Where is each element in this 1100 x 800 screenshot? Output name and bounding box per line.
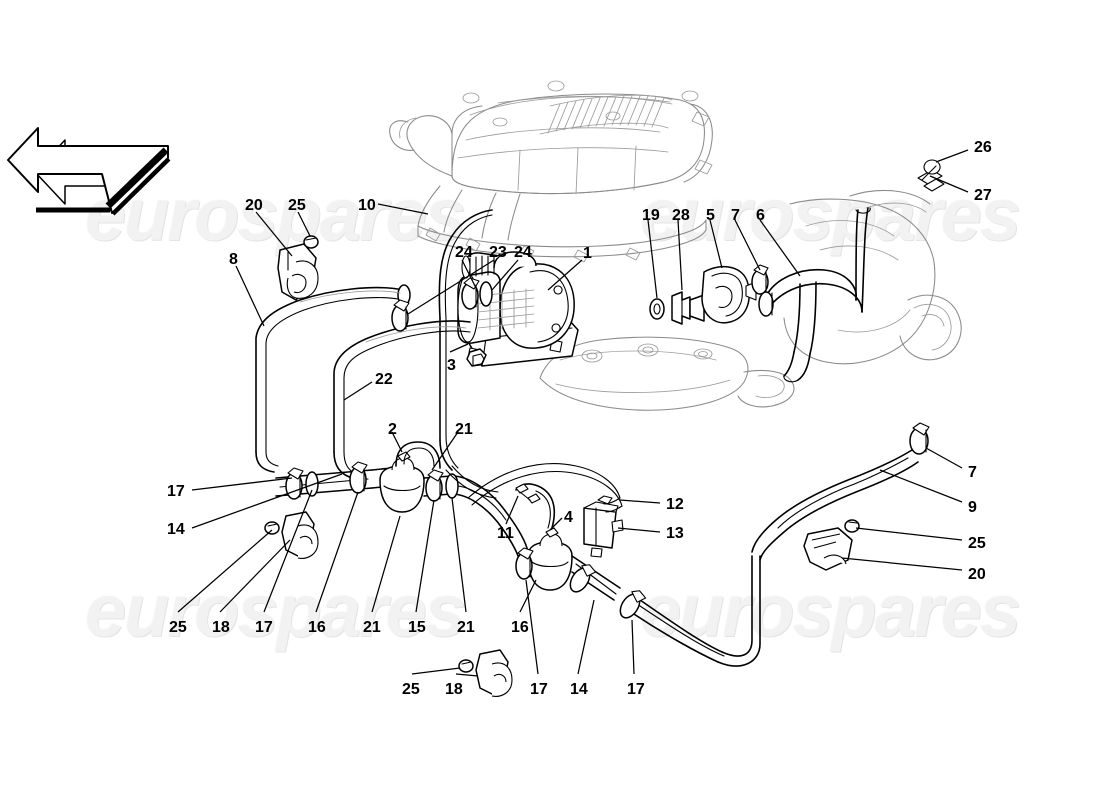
callout-label-25: 25 bbox=[288, 197, 306, 214]
callout-label-5: 5 bbox=[706, 207, 715, 224]
hose-clamp-23 bbox=[479, 281, 493, 307]
hose-item-9 bbox=[751, 449, 919, 561]
solenoid-valve-13 bbox=[583, 495, 624, 558]
bracket-25-18-bottom bbox=[458, 649, 513, 697]
callout-label-17: 17 bbox=[167, 483, 185, 500]
leader-lines bbox=[177, 149, 969, 677]
hose-clamp bbox=[445, 473, 459, 499]
callout-label-4: 4 bbox=[564, 509, 573, 526]
callout-label-11: 11 bbox=[497, 525, 514, 542]
callout-label-20: 20 bbox=[245, 197, 263, 214]
callout-label-25: 25 bbox=[402, 681, 420, 698]
callout-label-17: 17 bbox=[627, 681, 645, 698]
hose-clamp-7right bbox=[909, 422, 930, 455]
bracket-20-25-top bbox=[277, 235, 319, 301]
callout-label-18: 18 bbox=[212, 619, 230, 636]
check-valve-left bbox=[379, 451, 425, 513]
callout-label-7: 7 bbox=[968, 464, 977, 481]
hose-clamp bbox=[349, 461, 368, 494]
callout-label-18: 18 bbox=[445, 681, 463, 698]
hose-clamp bbox=[569, 564, 597, 593]
callout-label-27: 27 bbox=[974, 187, 992, 204]
callout-label-20: 20 bbox=[968, 566, 986, 583]
callout-label-15: 15 bbox=[408, 619, 426, 636]
vacuum-lines-and-solenoid bbox=[445, 463, 624, 558]
hose-item-6 bbox=[758, 207, 871, 383]
callout-label-1: 1 bbox=[583, 245, 592, 262]
bracket-25-20-right bbox=[803, 519, 860, 571]
callout-label-14: 14 bbox=[570, 681, 588, 698]
nut-item-3 bbox=[466, 348, 487, 367]
callout-label-26: 26 bbox=[974, 139, 992, 156]
direction-arrow-shape bbox=[7, 127, 171, 216]
callout-label-17: 17 bbox=[530, 681, 548, 698]
hose-clamp bbox=[515, 547, 534, 580]
callout-label-9: 9 bbox=[968, 499, 977, 516]
callout-label-17: 17 bbox=[255, 619, 273, 636]
check-valve-assembly bbox=[649, 264, 769, 325]
check-valve-right bbox=[527, 527, 573, 591]
callout-label-7: 7 bbox=[731, 207, 740, 224]
hose-item-8 bbox=[255, 284, 411, 473]
callout-label-8: 8 bbox=[229, 251, 238, 268]
hose-clamp bbox=[425, 469, 444, 502]
hose-item-2 bbox=[395, 441, 441, 469]
hose-clamp bbox=[285, 467, 304, 500]
callout-label-13: 13 bbox=[666, 525, 684, 542]
callout-label-16: 16 bbox=[308, 619, 326, 636]
callout-label-21: 21 bbox=[457, 619, 475, 636]
hose-clamp bbox=[305, 471, 319, 497]
callout-label-23: 23 bbox=[489, 244, 507, 261]
callout-label-21: 21 bbox=[455, 421, 473, 438]
callout-label-12: 12 bbox=[666, 496, 684, 513]
callout-label-19: 19 bbox=[642, 207, 660, 224]
callout-label-21: 21 bbox=[363, 619, 381, 636]
callout-label-22: 22 bbox=[375, 371, 393, 388]
callout-label-25: 25 bbox=[169, 619, 187, 636]
bracket-25-18-left bbox=[264, 511, 319, 559]
hose-item-10 bbox=[438, 209, 493, 471]
hose-clamps bbox=[285, 277, 930, 619]
hose-item-22 bbox=[333, 320, 471, 479]
intake-manifold bbox=[389, 80, 713, 263]
callout-label-16: 16 bbox=[511, 619, 529, 636]
hose-clamp-24b bbox=[461, 277, 480, 310]
hose-clamp bbox=[619, 590, 647, 619]
callout-label-24: 24 bbox=[514, 244, 532, 261]
hose-clamp-24a bbox=[391, 299, 410, 332]
callout-label-6: 6 bbox=[756, 207, 765, 224]
callout-label-28: 28 bbox=[672, 207, 690, 224]
callout-label-25: 25 bbox=[968, 535, 986, 552]
callout-label-10: 10 bbox=[358, 197, 376, 214]
cylinder-head-assembly bbox=[539, 159, 962, 411]
air-pump-item-1 bbox=[457, 251, 579, 367]
callout-label-3: 3 bbox=[447, 357, 456, 374]
callout-label-2: 2 bbox=[388, 421, 397, 438]
callout-label-24: 24 bbox=[455, 244, 473, 261]
callout-label-14: 14 bbox=[167, 521, 185, 538]
